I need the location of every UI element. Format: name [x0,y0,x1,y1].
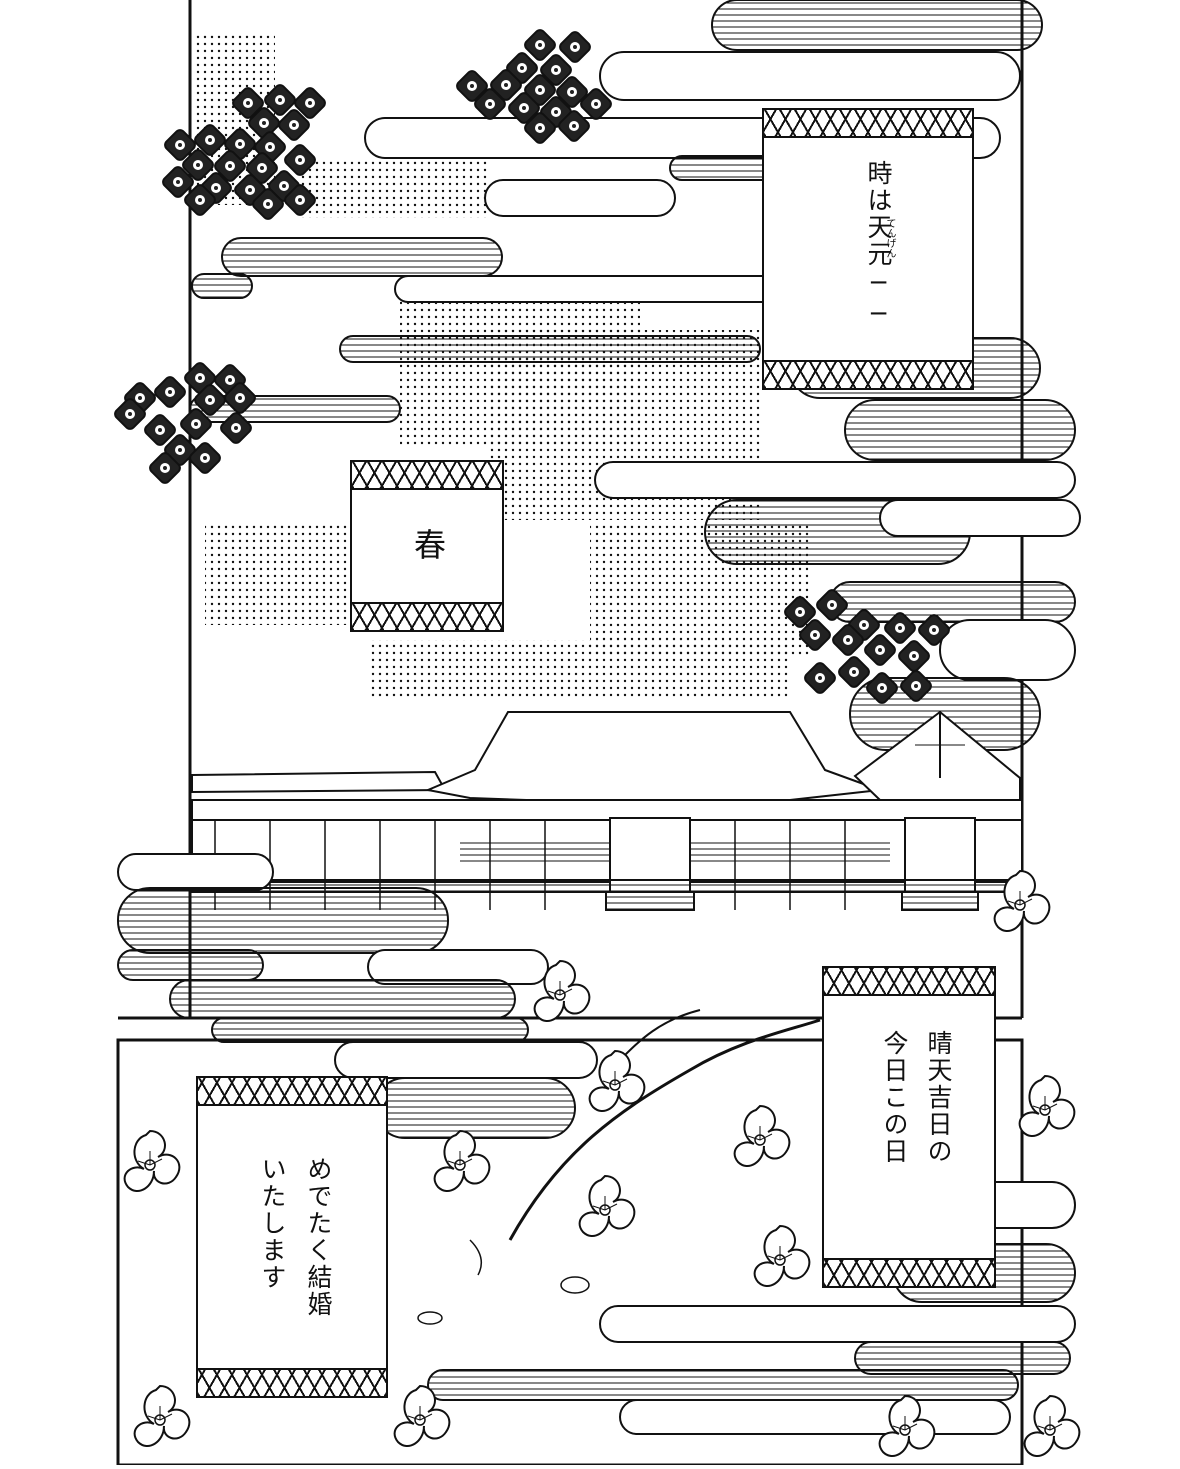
caption-wedding-line1: めでたく結婚 [304,1156,333,1318]
kamon-cluster-3 [112,360,258,486]
caption-pattern-top [198,1078,386,1106]
caption-season: 春 [350,460,504,632]
caption-pattern-top [824,968,994,996]
caption-date-line1: 晴天吉日の [924,1030,953,1165]
caption-pattern-top [764,110,972,138]
caption-pattern-bottom [198,1368,386,1396]
caption-era-ruby: てんげん [884,218,895,258]
caption-date: 晴天吉日の 今日この日 [822,966,996,1288]
caption-season-text: 春 [409,528,447,562]
caption-pattern-bottom [824,1258,994,1286]
caption-pattern-bottom [352,602,502,630]
kamon-cluster-1 [160,82,328,222]
palace-building [191,710,1023,911]
caption-wedding-line2: いたします [258,1156,287,1291]
clouds-middle [117,853,1076,1435]
caption-era: 時は天元── てんげん [762,108,974,390]
caption-date-line2: 今日この日 [880,1030,909,1165]
caption-wedding: めでたく結婚 いたします [196,1076,388,1398]
caption-pattern-top [352,462,502,490]
caption-era-text: 時は天元── [864,160,893,330]
clouds-upper [189,0,1081,751]
caption-pattern-bottom [764,360,972,388]
sakura-blossoms [123,870,1081,1458]
